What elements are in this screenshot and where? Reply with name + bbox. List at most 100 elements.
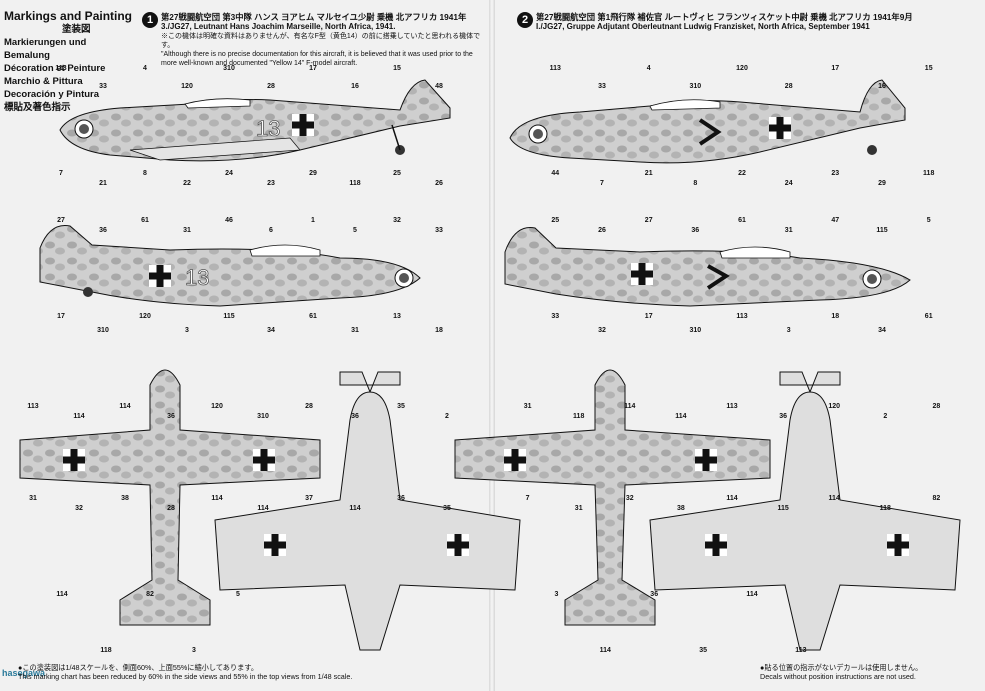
- scheme2-callout: 61: [925, 313, 933, 320]
- scheme1-callout: 46: [225, 217, 233, 224]
- scheme1-fuselage-cross-stbd: [149, 265, 171, 287]
- scheme1-note-en: "Although there is no precise documentat…: [161, 51, 473, 67]
- scheme1-side-code: 13: [256, 116, 280, 141]
- scheme1-callout: 15: [393, 65, 401, 72]
- scheme2-callout: 82: [933, 495, 941, 502]
- scheme2-callout: 61: [738, 217, 746, 224]
- scheme1-callout: 7: [59, 170, 63, 177]
- scheme1-callout: 32: [75, 505, 83, 512]
- page-fold: [489, 0, 495, 691]
- scheme1-callout: 113: [55, 65, 66, 72]
- scheme2-callout: 16: [878, 83, 886, 90]
- scheme1-callout: 33: [435, 227, 443, 234]
- scheme1-callout: 33: [99, 83, 107, 90]
- header-line-es: Decoración y Pintura: [4, 89, 100, 100]
- scheme1-callout: 29: [309, 170, 317, 177]
- scheme2-callout: 35: [699, 647, 707, 654]
- scheme1-callout: 32: [393, 217, 401, 224]
- scheme1-callout: 31: [351, 327, 359, 334]
- scheme1-callout: 120: [211, 403, 223, 410]
- scheme2-callout: 26: [598, 227, 606, 234]
- scheme2-callout: 114: [600, 647, 611, 654]
- scheme1-callout: 61: [141, 217, 149, 224]
- scheme2-side-view-starboard: [504, 227, 911, 307]
- scheme2-callout: 17: [645, 313, 653, 320]
- scheme2-caption-jp: 第27戦闘航空団 第1飛行隊 補佐官 ルートヴィヒ フランツィスケット中尉 乗機…: [536, 12, 913, 22]
- footer-right: ●貼る位置の指示がないデカールは使用しません。 Decals without p…: [760, 663, 980, 681]
- scheme1-callout: 4: [143, 65, 147, 72]
- scheme1-callout: 114: [349, 505, 360, 512]
- scheme2-callout: 27: [645, 217, 653, 224]
- scheme1-callout: 37: [305, 495, 313, 502]
- scheme1-callout: 13: [393, 313, 401, 320]
- scheme1-callout: 113: [27, 403, 38, 410]
- scheme2-callout: 32: [598, 327, 606, 334]
- scheme2-callout: 3: [787, 327, 791, 334]
- scheme1-callout: 27: [57, 217, 65, 224]
- scheme1-callout: 114: [211, 495, 222, 502]
- scheme2-callout: 47: [831, 217, 839, 224]
- header-line-it: Marchio & Pittura: [4, 76, 83, 87]
- scheme2-callout: 120: [736, 65, 748, 72]
- scheme2-callout: 28: [785, 83, 793, 90]
- scheme1-callout: 31: [183, 227, 191, 234]
- scheme1-spinner: [74, 119, 94, 139]
- scheme1-callout: 36: [351, 413, 359, 420]
- scheme1-callout: 5: [236, 591, 240, 598]
- scheme2-callout: 118: [923, 170, 934, 177]
- scheme1-callout: 36: [167, 413, 175, 420]
- footer-left-jp: ●この塗装図は1/48スケールを、側面60%、上面55%に縮小してあります。: [18, 663, 259, 672]
- scheme2-callout: 7: [526, 495, 530, 502]
- scheme2-side-view-port: [509, 79, 906, 164]
- scheme2-callout: 8: [693, 180, 697, 187]
- scheme2-callout: 28: [933, 403, 941, 410]
- scheme1-callout: 120: [181, 83, 193, 90]
- scheme2-callout: 34: [878, 327, 886, 334]
- footer-left: ●この塗装図は1/48スケールを、側面60%、上面55%に縮小してあります。 T…: [18, 663, 478, 681]
- scheme2-callout: 4: [647, 65, 651, 72]
- scheme1-callout: 3: [185, 327, 189, 334]
- scheme2-callout: 3: [554, 591, 558, 598]
- scheme1-fuselage-cross: [292, 114, 314, 136]
- scheme1-callout: 118: [349, 180, 360, 187]
- scheme2-callout: 15: [925, 65, 933, 72]
- scheme2-callout: 113: [726, 403, 737, 410]
- scheme1-callout: 28: [305, 403, 313, 410]
- scheme2-callout: 7: [600, 180, 604, 187]
- scheme2-callout: 17: [831, 65, 839, 72]
- scheme2-callout: 36: [779, 413, 787, 420]
- scheme1-callout: 1: [311, 217, 315, 224]
- scheme2-callout: 115: [777, 505, 788, 512]
- scheme2-callout: 25: [551, 217, 559, 224]
- scheme1-side-view-port: 13: [59, 79, 451, 162]
- scheme1-caption-en: 3./JG27, Leutnant Hans Joachim Marseille…: [161, 22, 396, 31]
- scheme2-callout: 33: [598, 83, 606, 90]
- scheme1-callout: 310: [223, 65, 235, 72]
- scheme2-callout: 21: [645, 170, 653, 177]
- scheme2-bottom-view: [649, 371, 961, 651]
- scheme2-callout: 29: [878, 180, 886, 187]
- scheme2-badge: 2: [517, 12, 533, 28]
- scheme1-callout: 5: [353, 227, 357, 234]
- scheme1-side-code-stbd: 13: [185, 265, 209, 290]
- scheme2-callout: 310: [689, 83, 701, 90]
- scheme1-callout: 25: [393, 170, 401, 177]
- scheme1-callout: 2: [445, 413, 449, 420]
- scheme2-callout: 36: [650, 591, 658, 598]
- scheme2-callout: 36: [691, 227, 699, 234]
- scheme2-caption-en: I./JG27, Gruppe Adjutant Oberleutnant Lu…: [536, 22, 870, 31]
- scheme1-callout: 36: [99, 227, 107, 234]
- header-title-jp: 塗装図: [62, 24, 91, 35]
- scheme2-callout: 2: [883, 413, 887, 420]
- scheme1-callout: 26: [435, 180, 443, 187]
- scheme2-callout: 120: [828, 403, 840, 410]
- scheme1-callout: 35: [397, 403, 405, 410]
- scheme2-callout: 31: [575, 505, 583, 512]
- scheme2-callout: 22: [738, 170, 746, 177]
- scheme1-callout: 6: [269, 227, 273, 234]
- scheme1-callout: 17: [309, 65, 317, 72]
- scheme2-callout: 113: [736, 313, 747, 320]
- scheme2-callout: 118: [573, 413, 584, 420]
- scheme1-callout: 310: [97, 327, 109, 334]
